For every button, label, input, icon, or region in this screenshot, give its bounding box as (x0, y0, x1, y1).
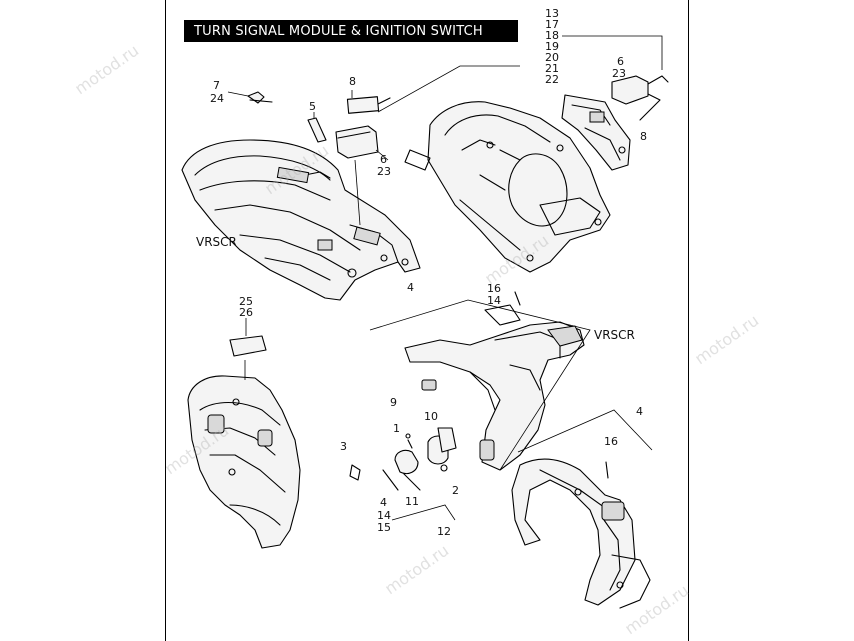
callout-16-middle: 16 (487, 282, 501, 295)
callout-13: 13 (545, 7, 559, 20)
callout-11: 11 (405, 495, 419, 508)
callout-7: 7 (213, 79, 220, 92)
callout-23-upper-left: 23 (377, 165, 391, 178)
callout-5: 5 (309, 100, 316, 113)
callout-21: 21 (545, 62, 559, 75)
leader-bracket-12 (391, 504, 456, 521)
callout-24: 24 (210, 92, 224, 105)
module-part-25 (229, 318, 267, 357)
callout-25: 25 (239, 295, 253, 308)
callout-8-upper-right: 8 (640, 130, 647, 143)
module-bracket-upper (404, 101, 611, 273)
ignition-switch-parts (349, 427, 457, 491)
callout-6-upper-left: 6 (380, 153, 387, 166)
model-label-right: VRSCR (594, 328, 635, 342)
callout-19: 19 (545, 40, 559, 53)
callout-12: 12 (437, 525, 451, 538)
callout-15: 15 (377, 521, 391, 534)
module-connector-part-6-upper-right (611, 75, 669, 121)
leader-13-22 (562, 35, 663, 70)
bolt-part-7 (227, 91, 273, 104)
callout-18: 18 (545, 29, 559, 42)
callout-16-right: 16 (604, 435, 618, 448)
connector-part-8 (346, 90, 391, 114)
callout-4-middle: 4 (407, 281, 414, 294)
model-label-left: VRSCR (196, 235, 237, 249)
diagram-title: TURN SIGNAL MODULE & IGNITION SWITCH (184, 20, 518, 42)
callout-2: 2 (452, 484, 459, 497)
callout-3: 3 (340, 440, 347, 453)
front-fork-frame (511, 458, 651, 609)
callout-4-lower-left: 4 (380, 496, 387, 509)
callout-1: 1 (393, 422, 400, 435)
bracket-assembly-right (561, 94, 631, 171)
leader-21-module (377, 65, 520, 113)
steering-head-assembly (404, 291, 585, 471)
rear-fender-lower (187, 360, 301, 549)
callout-20: 20 (545, 51, 559, 64)
leader-bracket-4-mid (369, 299, 591, 471)
callout-6-upper-right: 6 (617, 55, 624, 68)
callout-26: 26 (239, 306, 253, 319)
rear-fender-upper (181, 139, 421, 301)
callout-22: 22 (545, 73, 559, 86)
leader-bracket-4-right (517, 409, 653, 453)
callout-14-lower-left: 14 (377, 509, 391, 522)
callout-8-upper-left: 8 (349, 75, 356, 88)
callout-14-middle: 14 (487, 294, 501, 307)
callout-23-upper-right: 23 (612, 67, 626, 80)
grommet-part-5 (307, 112, 327, 143)
callout-10: 10 (424, 410, 438, 423)
turn-signal-module-part-6 (335, 125, 389, 161)
callout-17: 17 (545, 18, 559, 31)
callout-9: 9 (390, 396, 397, 409)
callout-4-right: 4 (636, 405, 643, 418)
